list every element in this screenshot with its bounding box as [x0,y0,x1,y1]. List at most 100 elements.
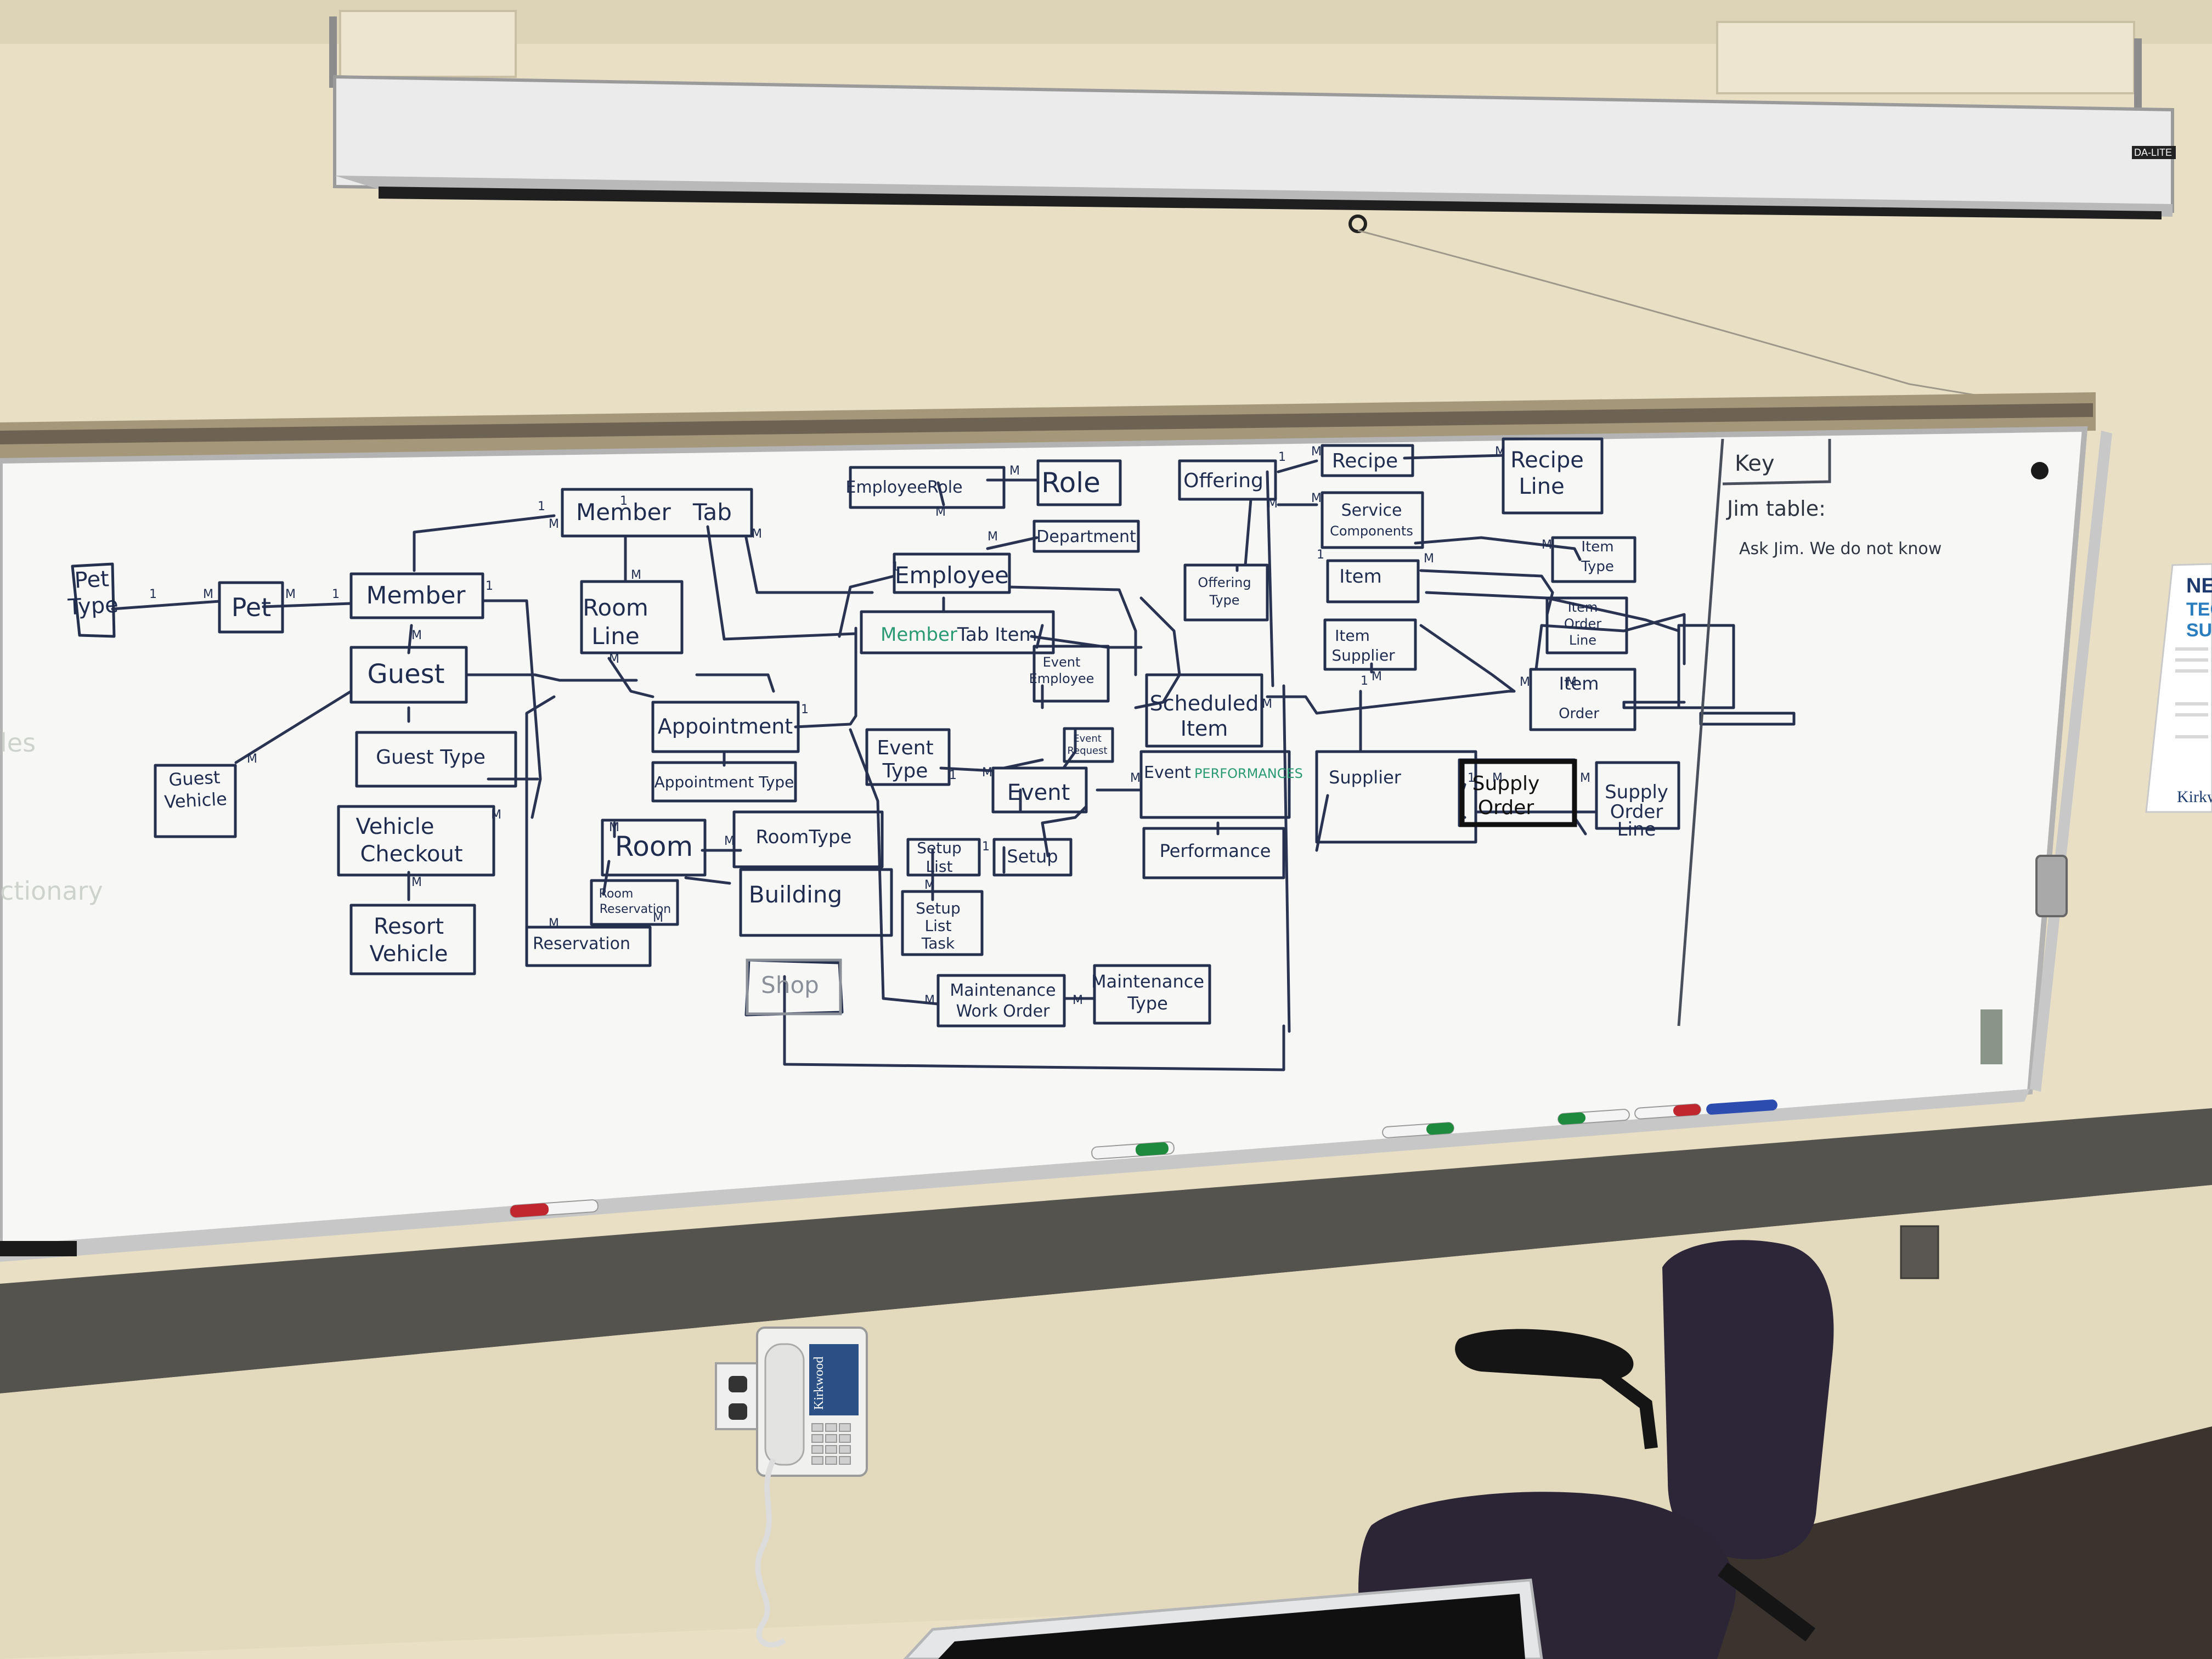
sign-heading-1: NE [2186,574,2212,597]
cardinality-one: 1 [620,494,628,508]
entity-guest-vehicle: GuestVehicle [162,766,227,812]
cardinality-many: M [285,588,296,601]
supply-order-outline [1459,759,1577,827]
erased-text: les ctionary [0,728,103,906]
cardinality-many: M [1311,445,1322,459]
cardinality-one: 1 [486,579,493,593]
entity-role: Role [1041,467,1101,499]
entity-department: Department [1036,527,1136,546]
cardinality-one: 1 [1361,674,1368,688]
key-divider [1677,438,1831,1026]
entity-member: Member [366,582,466,610]
entity-member-tab: Member Tab [576,499,732,526]
cardinality-one: 1 [1317,548,1324,562]
entity-building: Building [749,881,842,908]
cardinality-many: M [924,994,935,1007]
cardinality-many: M [247,752,257,766]
cardinality-one: 1 [982,840,990,854]
cardinality-one: 1 [1278,450,1286,464]
entity-member-tab-item: MemberTab Item [881,624,1037,646]
monitor [903,1578,1543,1659]
key-area: Key Jim table: Ask Jim. We do not know [1726,451,1942,558]
cardinality-many: M [1073,994,1083,1007]
cardinality-one: 1 [801,703,809,716]
cardinality-many: M [609,821,619,834]
cardinality-many: M [988,530,998,544]
wall-plate [1900,1225,1939,1279]
cardinality-many: M [549,917,559,930]
entity-employee: Employee [895,562,1009,589]
cardinality-many: M [924,878,935,892]
projector-screen-housing: DA-LITE [329,16,2176,407]
cardinality-many: M [203,588,213,601]
shop-outline [746,958,842,1015]
entity-labels: PetType Pet Member Member Tab Guest Gues… [65,448,1668,1021]
marker-tray [510,1099,1778,1218]
entity-pet-type: PetType [65,566,119,620]
entity-pet: Pet [232,592,271,622]
key-line-1: Jim table: [1726,496,1826,521]
sign-heading-2: TEC [2186,599,2212,620]
cardinality-many: M [1424,552,1434,566]
entity-performance: Performance [1160,840,1271,861]
entity-item: Item [1339,566,1381,588]
cardinality-many: M [631,568,641,582]
cardinality-many: M [1262,697,1272,711]
entity-guest-type: Guest Type [376,746,486,769]
entity-appointment-type: Appointment Type [654,773,794,791]
sign-brand: Kirkwoo [2177,788,2212,806]
cardinality-many: M [1311,492,1322,505]
entity-room: Room [615,831,693,862]
ceiling-panel [339,10,517,78]
phone-brand: Kirkwood [812,1357,826,1410]
cardinality-many: M [935,505,946,519]
cardinality-many: M [1566,675,1577,689]
entity-supplier: Supplier [1329,767,1402,788]
wall-sign: NE TEC SUF Kirkwoo [2145,563,2212,813]
entity-shop: Shop [761,972,819,998]
cardinality-one: 1 [891,560,899,574]
key-line-2: Ask Jim. We do not know [1739,539,1942,558]
wall-phone: Kirkwood [715,1327,868,1648]
entity-guest: Guest [368,659,445,690]
entity-recipe: Recipe [1332,450,1398,472]
cardinality-many: M [724,834,735,848]
entity-room-type: RoomType [756,826,852,848]
cardinality-many: M [1492,771,1503,785]
cardinality-one: 1 [949,769,957,782]
cardinality-many: M [609,652,619,666]
cardinality-many: M [653,911,663,925]
wall-stripe [0,1108,2212,1393]
cardinality-marks: 1 M M 1 M 1 1 M M 1 M M M M M 1 M M M M … [149,445,1590,1007]
entity-setup: Setup [1007,846,1058,867]
erased-text-2: ctionary [0,876,103,906]
cardinality-many: M [1130,771,1141,785]
entity-employee-role: EmployeeRole [845,478,962,497]
entity-event: Event [1007,780,1070,805]
cardinality-many: M [1542,538,1552,552]
cardinality-many: M [1267,497,1278,511]
cardinality-many: M [982,766,992,780]
cardinality-many: M [411,629,422,642]
key-title: Key [1735,451,1775,476]
cardinality-many: M [411,876,422,889]
cardinality-many: M [1580,771,1590,785]
